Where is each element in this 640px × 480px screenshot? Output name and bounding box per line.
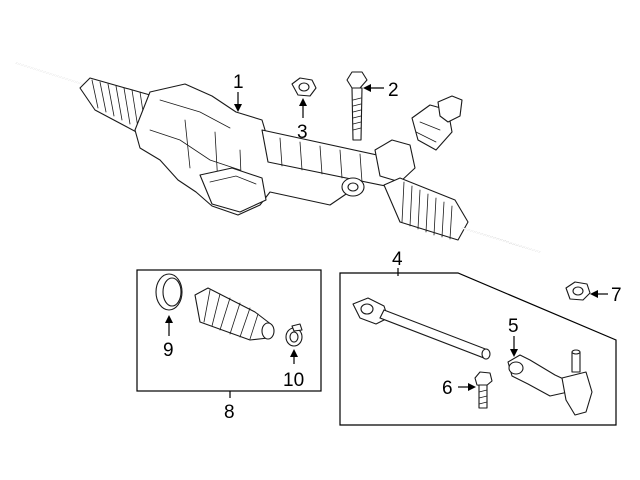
callout-4: 4 [392, 249, 403, 270]
callout-1: 1 [233, 72, 244, 93]
callout-8: 8 [224, 402, 235, 423]
bolt-part-6[interactable] [474, 371, 493, 409]
nut-part-7[interactable] [565, 281, 591, 301]
clamp-part-10[interactable] [285, 323, 303, 347]
callout-9: 9 [163, 340, 174, 361]
callout-10: 10 [283, 370, 304, 391]
steering-gear-assembly[interactable] [15, 62, 541, 253]
tie-rod-kit-box [339, 272, 617, 426]
right-boot [383, 177, 469, 241]
boot-kit-box [136, 269, 322, 392]
callout-3: 3 [297, 122, 308, 143]
callout-7: 7 [611, 285, 622, 306]
nut-part-3[interactable] [291, 77, 317, 97]
inner-tie-rod[interactable] [352, 297, 491, 360]
pinion-housing [374, 95, 463, 183]
outer-tie-rod-end[interactable] [507, 349, 593, 416]
gear-housing [134, 83, 406, 216]
kit-boot[interactable] [194, 287, 275, 341]
bolt-part-2[interactable] [346, 71, 368, 141]
callout-5: 5 [508, 316, 519, 337]
callout-6: 6 [442, 378, 453, 399]
clamp-part-9[interactable] [155, 273, 183, 311]
callout-2: 2 [388, 80, 399, 101]
